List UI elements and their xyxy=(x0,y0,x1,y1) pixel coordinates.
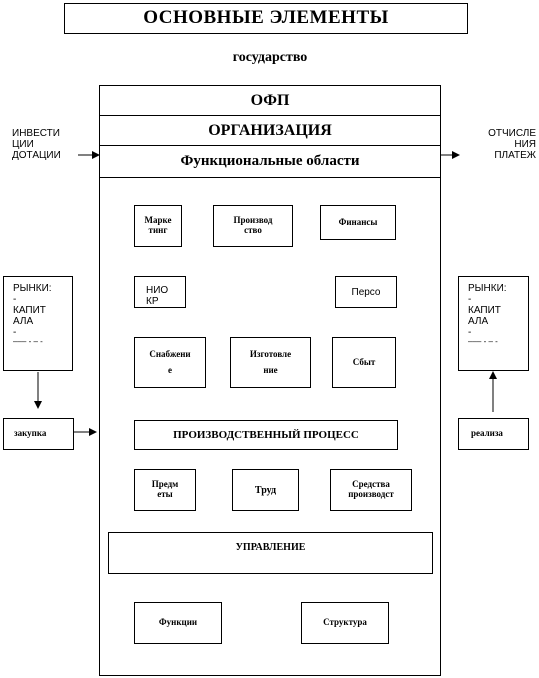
purchase-box: закупка xyxy=(3,418,74,450)
sale-box: реализа xyxy=(458,418,529,450)
outputs-label: ОТЧИСЛЕ НИЯ ПЛАТЕЖ xyxy=(488,128,536,161)
sales-box: Сбыт xyxy=(332,337,396,388)
subtitle: государство xyxy=(232,50,308,66)
organization-box: ОРГАНИЗАЦИЯ xyxy=(99,115,441,146)
labor-box: Труд xyxy=(232,469,299,511)
capital-market-right: РЫНКИ: - КАПИТ АЛА - ––– - – - xyxy=(458,276,529,371)
finance-box: Финансы xyxy=(320,205,396,240)
functional-areas-box: Функциональные области xyxy=(99,145,441,178)
inputs-label: ИНВЕСТИ ЦИИ ДОТАЦИИ xyxy=(12,128,61,161)
functions-box: Функции xyxy=(134,602,222,644)
title-box: ОСНОВНЫЕ ЭЛЕМЕНТЫ xyxy=(64,3,468,34)
capital-market-left: РЫНКИ: - КАПИТ АЛА - ––– - – - xyxy=(3,276,73,371)
production-process-box: ПРОИЗВОДСТВЕННЫЙ ПРОЦЕСС xyxy=(134,420,398,450)
structure-box: Структура xyxy=(301,602,389,644)
personnel-box: Персо xyxy=(335,276,397,308)
management-box: УПРАВЛЕНИЕ xyxy=(108,532,433,574)
ofp-box: ОФП xyxy=(99,85,441,116)
